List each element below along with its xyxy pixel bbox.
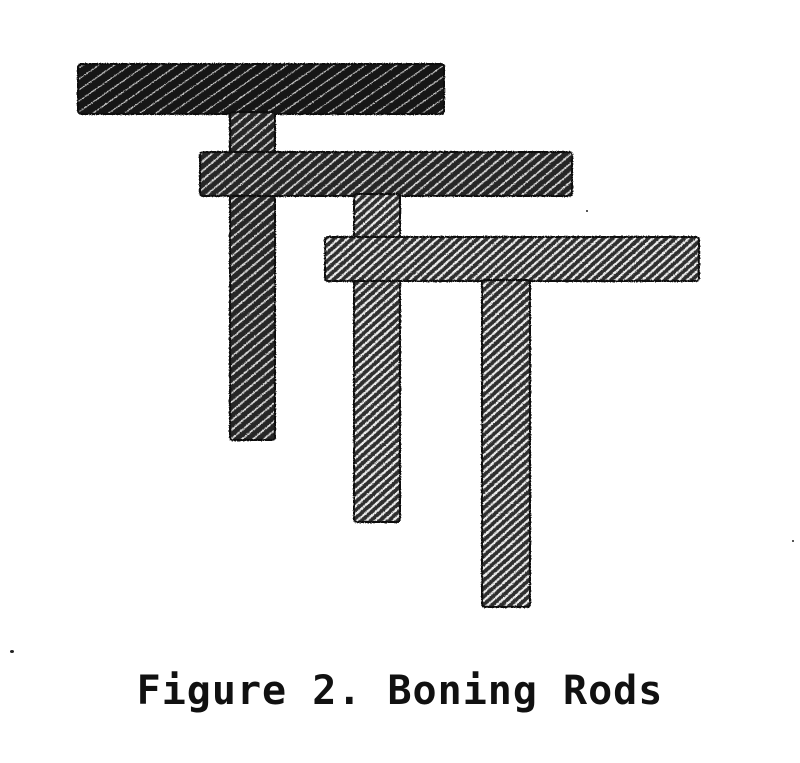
- scan-speck: [10, 650, 14, 653]
- figure-caption: Figure 2. Boning Rods: [136, 668, 664, 714]
- boning-rods-illustration: [77, 63, 700, 608]
- rod-1-crossbar: [77, 63, 445, 115]
- boning-rod-3: [324, 236, 700, 608]
- rod-3-upright: [481, 279, 531, 608]
- scan-speck: [586, 210, 588, 212]
- scan-speck: [792, 540, 794, 542]
- rod-2-crossbar: [199, 151, 573, 197]
- rod-3-crossbar: [324, 236, 700, 282]
